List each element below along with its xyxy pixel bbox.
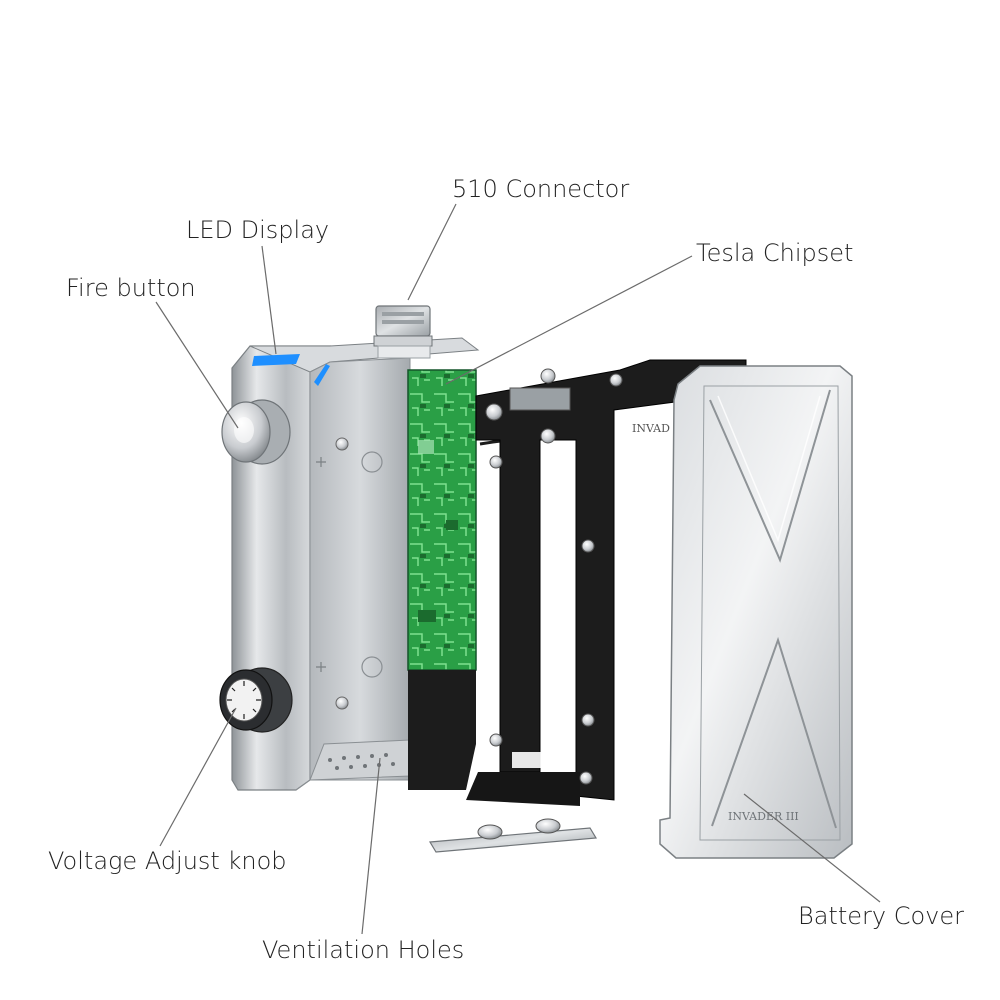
leader-led [261, 245, 277, 355]
label-voltage-adjust-knob: Voltage Adjust knob [48, 847, 287, 875]
label-battery-cover: Battery Cover [798, 902, 964, 930]
label-fire-button: Fire button [66, 274, 196, 302]
cover-engraving: INVADER III [728, 810, 799, 823]
leader-lines [155, 203, 881, 935]
body-screws [316, 437, 383, 710]
label-led-display: LED Display [186, 216, 330, 244]
label-510-connector: 510 Connector [452, 175, 630, 203]
leader-vent [361, 757, 381, 935]
leader-fire [155, 301, 239, 429]
leader-batt [743, 793, 881, 903]
leader-volt [159, 707, 237, 847]
label-tesla-chipset: Tesla Chipset [696, 239, 854, 267]
label-ventilation-holes: Ventilation Holes [262, 936, 465, 964]
led-display [252, 354, 330, 386]
sled-engraving: INVAD [632, 422, 670, 435]
fire-button [221, 399, 291, 465]
leader-tesla [445, 255, 693, 385]
battery-sled: INVAD [408, 359, 747, 806]
battery-contact-plate [428, 818, 598, 853]
ventilation-holes [328, 753, 395, 770]
battery-cover: INVADER III [659, 365, 853, 859]
connector-510 [373, 305, 433, 359]
voltage-knob [219, 667, 293, 733]
tesla-chipset-board [407, 369, 477, 671]
leader-510 [407, 203, 457, 301]
